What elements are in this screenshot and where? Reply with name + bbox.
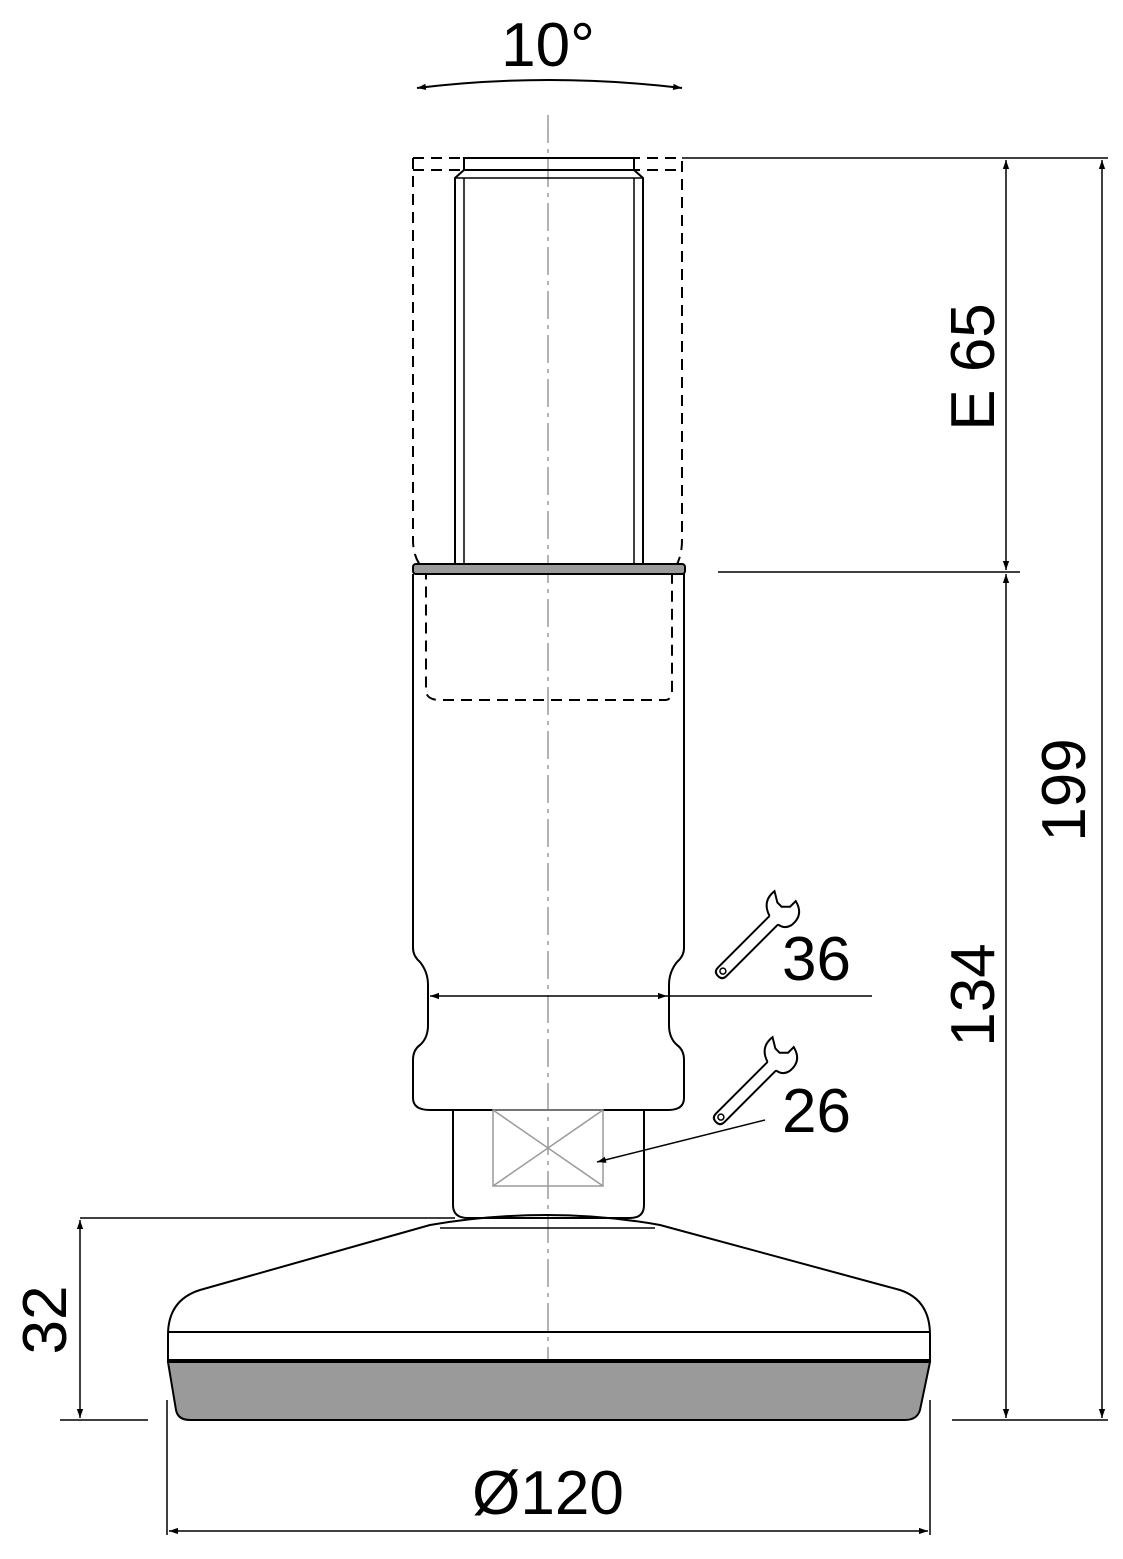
wrench-icon (712, 1035, 799, 1126)
tilt-angle-label: 10° (501, 11, 595, 80)
wrench-lower-label: 26 (782, 1077, 851, 1146)
base-height-label: 134 (939, 943, 1008, 1046)
wrench-lower-leader (596, 1119, 766, 1163)
hex-nut (452, 1109, 645, 1219)
wrench-icon (714, 889, 801, 980)
foot-diameter-label: Ø120 (472, 1459, 624, 1528)
collar (412, 563, 686, 575)
threaded-stem (454, 157, 644, 565)
wrench-upper-label: 36 (782, 925, 851, 994)
extension-label: E 65 (939, 303, 1008, 431)
extension-lines (60, 157, 1108, 1535)
foot-height-label: 32 (11, 1286, 80, 1355)
total-height-label: 199 (1030, 738, 1099, 841)
foot-base (167, 1214, 931, 1361)
rubber-pad (166, 1361, 932, 1421)
tilt-angle-arc (416, 79, 683, 91)
